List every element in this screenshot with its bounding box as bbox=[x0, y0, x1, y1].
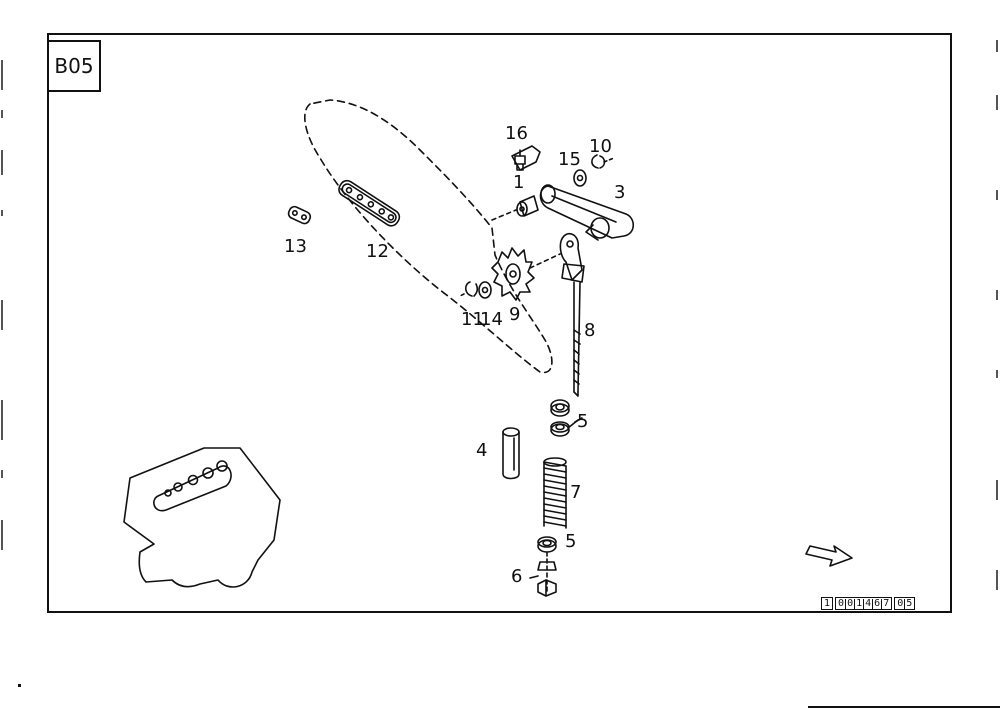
reference-digit: 5 bbox=[904, 597, 913, 609]
bottom-rule bbox=[808, 706, 1000, 708]
sleeve-part bbox=[502, 427, 520, 480]
hollow-arrow-icon bbox=[805, 545, 853, 567]
connecting-link-part bbox=[287, 205, 312, 225]
washer-part-14 bbox=[478, 281, 492, 299]
reference-digit: 1 bbox=[854, 597, 863, 609]
grease-nipple-part bbox=[511, 145, 541, 171]
reference-digit: 7 bbox=[881, 597, 890, 609]
compression-spring-part bbox=[543, 457, 567, 529]
reference-digit: 0 bbox=[838, 597, 845, 609]
callout-16: 16 bbox=[505, 123, 528, 144]
callout-11: 12 bbox=[366, 241, 389, 262]
callout-5-lower: 5 bbox=[565, 531, 576, 552]
callout-5-upper: 5 bbox=[577, 411, 588, 432]
section-code-box: B05 bbox=[47, 40, 101, 92]
tension-rod-part bbox=[559, 232, 585, 397]
machine-outline-icon bbox=[123, 447, 281, 588]
reference-group-box: 1 bbox=[821, 597, 834, 610]
callout-14: 14 bbox=[480, 309, 503, 330]
reference-digit: 0 bbox=[845, 597, 854, 609]
reference-digit: 4 bbox=[863, 597, 872, 609]
callout-4: 4 bbox=[476, 440, 487, 461]
bushing-part bbox=[516, 195, 539, 217]
corner-mark bbox=[18, 684, 21, 687]
washer-part-13 bbox=[573, 169, 587, 187]
section-code: B05 bbox=[54, 54, 94, 78]
tensioner-arm-part bbox=[539, 184, 635, 241]
roller-chain-part bbox=[338, 179, 401, 227]
nut-washer-lower-part bbox=[537, 536, 557, 553]
callout-1: 1 bbox=[513, 172, 524, 193]
callout-7: 9 bbox=[509, 304, 520, 325]
callout-13: 15 bbox=[558, 149, 581, 170]
drawing-frame bbox=[47, 33, 952, 613]
reference-digit: 6 bbox=[872, 597, 881, 609]
chain-path-dashed bbox=[304, 99, 553, 374]
callout-12: 13 bbox=[284, 236, 307, 257]
callout-3: 3 bbox=[614, 182, 625, 203]
callout-15: 7 bbox=[570, 482, 581, 503]
callout-6: 8 bbox=[584, 320, 595, 341]
nut-washer-upper-part bbox=[550, 399, 570, 437]
reference-digit: 1 bbox=[824, 597, 831, 609]
sprocket-part bbox=[491, 247, 535, 301]
hex-nut-part bbox=[537, 561, 557, 597]
callout-8: 10 bbox=[589, 136, 612, 157]
callout-9: 11 bbox=[461, 309, 484, 330]
circlip-part-9 bbox=[464, 281, 479, 297]
reference-digit: 0 bbox=[897, 597, 904, 609]
callout-10: 6 bbox=[511, 566, 522, 587]
